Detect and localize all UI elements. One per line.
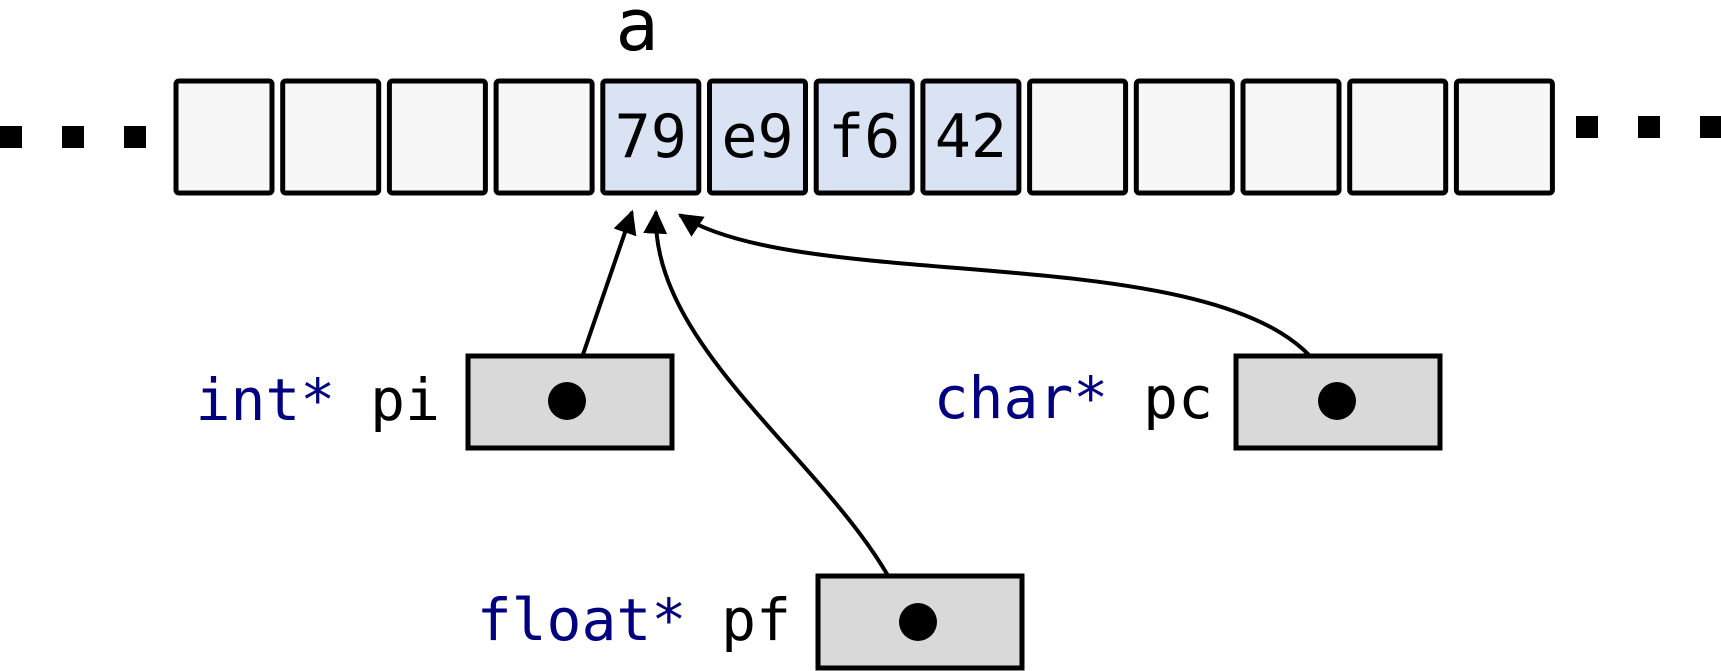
ellipsis-left (0, 126, 146, 148)
memory-cell (920, 78, 1022, 196)
pc-arrow (677, 213, 1334, 391)
pointer-pc: char* pc (934, 353, 1443, 451)
memory-cell-value: f6 (828, 102, 900, 172)
memory-cell (1133, 78, 1235, 196)
memory-cell (493, 78, 595, 196)
svg-text:int* pi: int* pi (196, 366, 440, 434)
pf-type: float* (477, 586, 687, 654)
ellipsis-right (1576, 116, 1721, 138)
svg-text:char* pc: char* pc (934, 364, 1213, 432)
memory-cell (707, 78, 808, 196)
pi-dot (548, 382, 586, 420)
pc-type: char* (934, 364, 1109, 432)
memory-cell (1240, 78, 1342, 196)
svg-text:float* pf: float* pf (477, 586, 791, 654)
memory-cell (1027, 78, 1129, 196)
pointer-pi: int* pi (196, 353, 675, 451)
memory-cell (813, 78, 915, 196)
memory-cell (1347, 78, 1449, 196)
memory-cell (386, 78, 488, 196)
pc-dot (1318, 382, 1356, 420)
memory-cell-value: 79 (615, 102, 687, 172)
pointer-pf: float* pf (477, 573, 1025, 671)
pf-arrow (643, 209, 912, 623)
pc-name: pc (1143, 364, 1213, 432)
memory-cell-value: 42 (935, 102, 1007, 172)
memory-cell (173, 78, 275, 196)
memory-cell (600, 78, 702, 196)
pi-name: pi (370, 366, 440, 434)
memory-cell (1453, 78, 1555, 196)
pf-name: pf (721, 586, 791, 654)
pi-type: int* (196, 366, 336, 434)
memory-label: a (615, 0, 658, 67)
memory-cells: 79 e9 f6 42 (173, 78, 1555, 196)
memory-cell-value: e9 (721, 102, 793, 172)
pf-dot (899, 603, 937, 641)
memory-cell (280, 78, 382, 196)
